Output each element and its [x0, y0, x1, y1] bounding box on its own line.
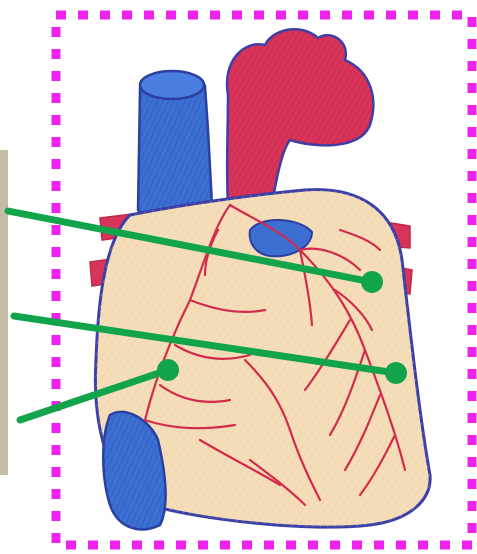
marker-dot-3 [157, 359, 179, 381]
superior-vena-cava [138, 71, 212, 222]
marker-dot-2 [385, 362, 407, 384]
aorta [227, 29, 373, 205]
marker-dot-1 [361, 271, 383, 293]
